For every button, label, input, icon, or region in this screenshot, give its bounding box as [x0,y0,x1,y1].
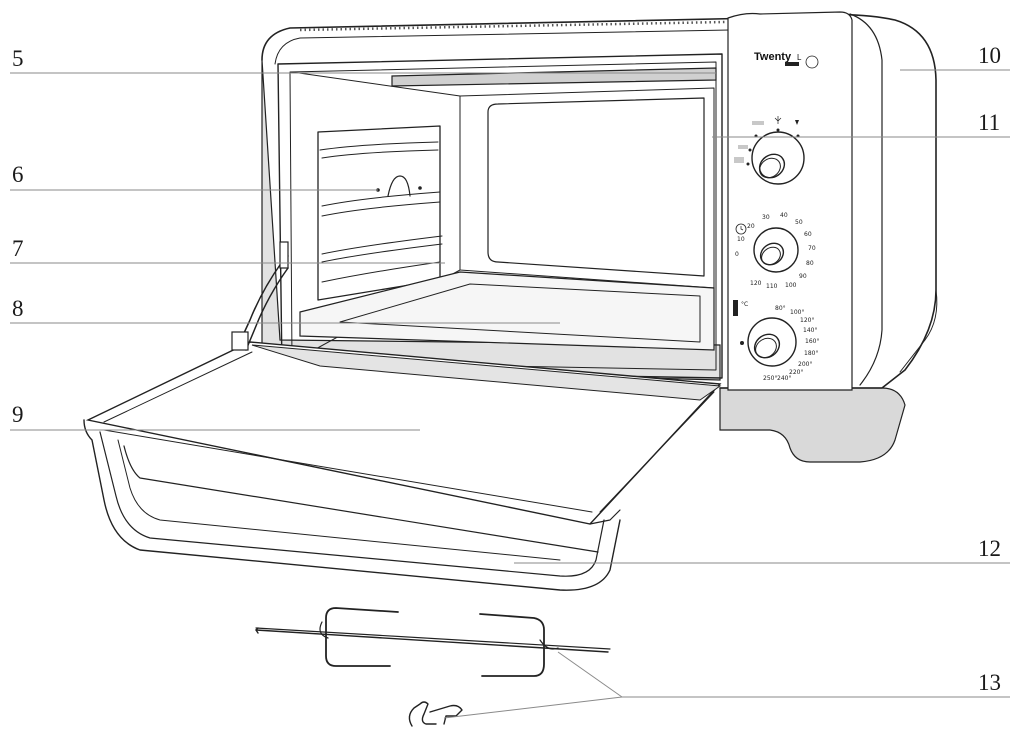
timer-label-30: 30 [762,214,770,221]
callout-7: 7 [12,236,24,261]
timer-scale: 0 10 20 30 40 50 60 70 80 90 100 110 120 [735,212,816,290]
brand-name: Twenty [754,51,792,63]
temp-label-100: 100° [790,309,804,316]
timer-label-50: 50 [795,219,803,226]
callout-5: 5 [12,46,24,71]
timer-label-100: 100 [785,282,797,289]
oven-door-open [83,241,722,591]
oven-cavity [277,53,723,379]
timer-label-0: 0 [735,251,739,258]
timer-label-90: 90 [799,273,807,280]
callout-numbers: 5 6 7 8 9 10 11 12 13 [12,43,1001,695]
timer-label-40: 40 [780,212,788,219]
callout-9: 9 [12,402,24,427]
temp-label-180: 180° [804,350,818,357]
temp-label-240: 240° [777,375,791,382]
clock-icon [735,223,747,235]
top-heat-icon [752,121,764,125]
timer-label-10: 10 [737,236,745,243]
door-hinge [231,331,249,351]
rotisserie-handle [408,701,463,727]
function-knob[interactable] [751,131,805,185]
grill-icon [795,120,799,125]
leader-13b [557,651,623,698]
bottom-heat-icon [738,145,748,149]
timer-label-120: 120 [750,280,762,287]
temp-label-120: 120° [800,317,814,324]
timer-knob[interactable] [753,227,799,273]
callout-13: 13 [978,670,1001,695]
leader-lines [10,69,1010,719]
temp-label-160: 160° [805,338,819,345]
callout-10: 10 [978,43,1001,68]
crumb-tray [123,445,599,553]
callout-6: 6 [12,162,24,187]
brand-suffix: L [797,53,802,62]
temp-label-140: 140° [803,327,817,334]
callout-11: 11 [978,110,1000,135]
temp-label-250: 250° [763,375,777,382]
brand-badge [785,62,799,66]
fan-icon [774,116,782,124]
temp-label-80: 80° [775,305,786,312]
timer-label-110: 110 [766,283,778,290]
temp-label-220: 220° [789,369,803,376]
callout-12: 12 [978,536,1001,561]
combined-heat-icon [734,157,744,163]
baking-tray [299,271,715,351]
side-shelf-supports [317,125,443,301]
temp-label-200: 200° [798,361,812,368]
timer-label-70: 70 [808,245,816,252]
top-heating-element [391,67,717,87]
timer-label-80: 80 [806,260,814,267]
leader-13c [443,696,623,719]
temperature-knob[interactable] [740,317,797,367]
control-panel: Twenty L 0 10 [727,11,853,391]
timer-label-60: 60 [804,231,812,238]
callout-8: 8 [12,296,24,321]
thermometer-icon [733,300,738,316]
fan-logo-icon [805,55,819,69]
timer-label-20: 20 [747,223,755,230]
temp-unit: °C [741,301,748,308]
temperature-scale: °C 80° 100° 120° 140° 160° 180° 200° 220… [733,300,819,382]
rotisserie-spit [255,607,611,677]
